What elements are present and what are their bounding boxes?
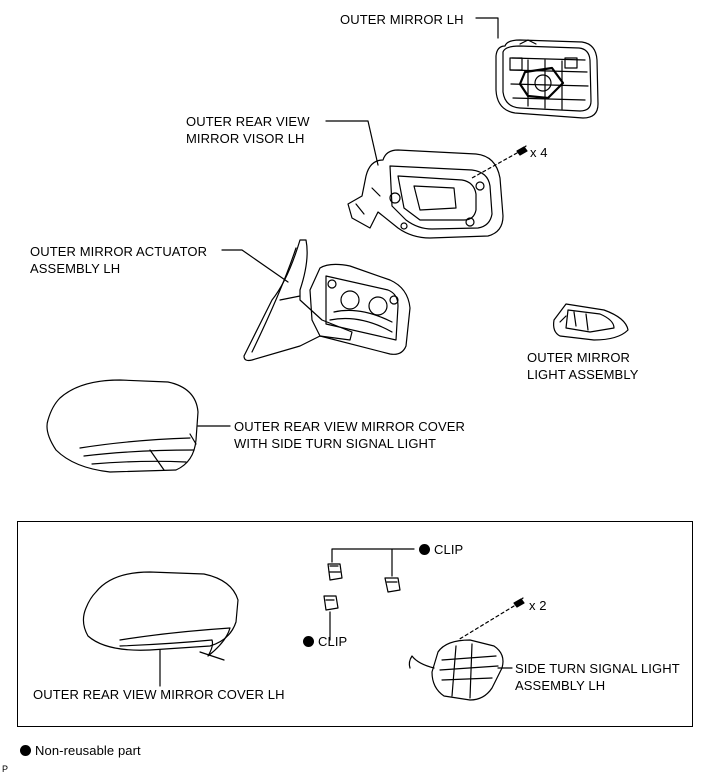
non-reusable-marker-icon [419, 544, 430, 555]
label-turn-signal: SIDE TURN SIGNAL LIGHT ASSEMBLY LH [515, 660, 680, 694]
label-screw-qty-top: x 4 [530, 144, 548, 161]
label-mirror-cover-signal-line1: OUTER REAR VIEW MIRROR COVER [234, 419, 466, 434]
label-outer-mirror: OUTER MIRROR LH [340, 11, 464, 28]
label-mirror-cover-lh-text: OUTER REAR VIEW MIRROR COVER LH [33, 687, 285, 702]
footer-code-text: P [2, 764, 9, 774]
label-screw-qty-bottom: x 2 [529, 597, 547, 614]
label-mirror-actuator: OUTER MIRROR ACTUATOR ASSEMBLY LH [30, 243, 207, 277]
label-turn-signal-line1: SIDE TURN SIGNAL LIGHT [515, 661, 680, 676]
screw-bottom-guide [457, 605, 515, 641]
label-clip-top: CLIP [419, 541, 463, 558]
label-mirror-cover-signal: OUTER REAR VIEW MIRROR COVER WITH SIDE T… [234, 418, 465, 452]
label-clip-bottom-row: CLIP [303, 633, 347, 650]
label-mirror-light-line2: LIGHT ASSEMBLY [527, 367, 639, 382]
mirror-cover-signal-part [46, 379, 199, 473]
label-clip-top-row: CLIP [419, 541, 463, 558]
label-clip-bottom-text: CLIP [318, 634, 348, 649]
legend-row: Non-reusable part [20, 742, 141, 759]
non-reusable-marker-icon [303, 636, 314, 647]
legend-text: Non-reusable part [35, 743, 141, 758]
label-screw-qty-bottom-text: x 2 [529, 598, 547, 613]
label-mirror-visor: OUTER REAR VIEW MIRROR VISOR LH [186, 113, 310, 147]
outer-mirror-glass-part [495, 39, 599, 119]
label-mirror-actuator-line1: OUTER MIRROR ACTUATOR [30, 244, 208, 259]
leader-mirror-actuator [221, 249, 289, 283]
label-clip-top-text: CLIP [434, 542, 464, 557]
leader-clip-top [331, 548, 415, 577]
leader-outer-mirror [475, 17, 499, 39]
screw-bottom-part [513, 597, 525, 608]
label-screw-qty-top-text: x 4 [530, 145, 548, 160]
label-mirror-visor-line2: MIRROR VISOR LH [186, 131, 305, 146]
label-mirror-actuator-line2: ASSEMBLY LH [30, 261, 121, 276]
mirror-actuator-part [243, 239, 411, 362]
label-mirror-cover-lh: OUTER REAR VIEW MIRROR COVER LH [33, 686, 285, 703]
clip-parts [323, 563, 401, 611]
label-mirror-light: OUTER MIRROR LIGHT ASSEMBLY [527, 349, 638, 383]
mirror-cover-lh-part [82, 571, 239, 661]
label-mirror-light-line1: OUTER MIRROR [527, 350, 631, 365]
leader-mirror-visor [325, 120, 379, 166]
label-mirror-visor-line1: OUTER REAR VIEW [186, 114, 310, 129]
screw-top-guide [471, 152, 518, 179]
label-turn-signal-line2: ASSEMBLY LH [515, 678, 606, 693]
sub-assembly-frame [17, 521, 693, 727]
turn-signal-part [408, 639, 504, 701]
filled-circle-icon [20, 745, 31, 756]
screw-top-part [516, 145, 528, 156]
label-mirror-cover-signal-line2: WITH SIDE TURN SIGNAL LIGHT [234, 436, 437, 451]
footer-code: P [2, 764, 8, 775]
label-clip-bottom: CLIP [303, 633, 347, 650]
mirror-visor-part [347, 149, 504, 239]
mirror-light-part [553, 303, 629, 341]
legend: Non-reusable part [20, 742, 141, 759]
label-outer-mirror-text: OUTER MIRROR LH [340, 12, 464, 27]
